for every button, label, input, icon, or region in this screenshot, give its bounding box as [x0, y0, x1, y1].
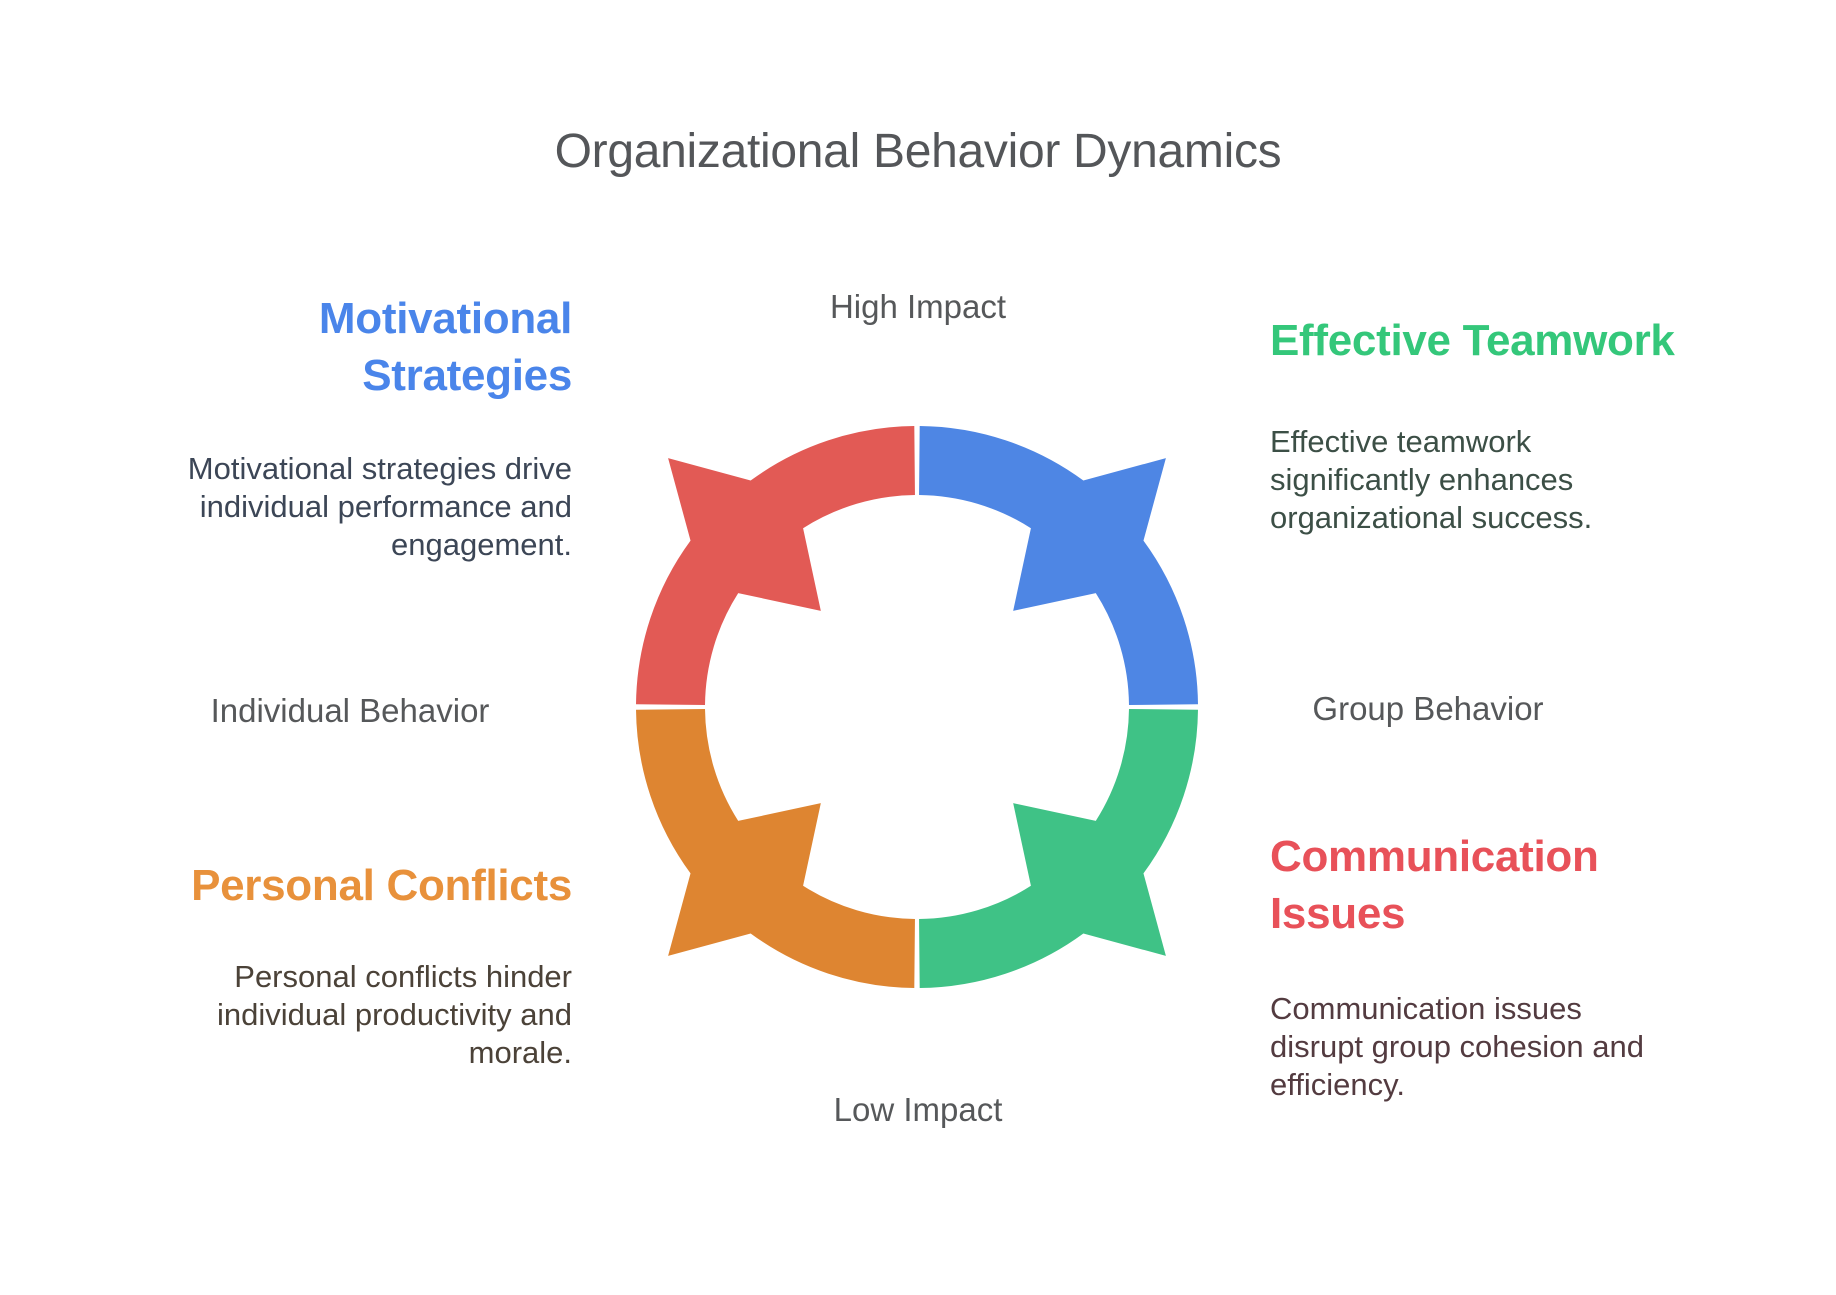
page-title: Organizational Behavior Dynamics: [554, 125, 1282, 178]
axis-label-high-impact: High Impact: [829, 288, 1007, 325]
description-communication-issues: Communication issues disrupt group cohes…: [1270, 991, 1644, 1102]
axis-label-group-behavior: Group Behavior: [1312, 690, 1544, 727]
description-motivational-strategies: Motivational strategies drive individual…: [187, 451, 572, 562]
description-personal-conflicts: Personal conflicts hinder individual pro…: [217, 959, 572, 1070]
heading-communication-issues: Communication Issues: [1270, 832, 1599, 938]
arc-segment-bottom-left: [636, 709, 915, 988]
arc-segment-top-right: [919, 426, 1198, 705]
description-effective-teamwork: Effective teamwork significantly enhance…: [1270, 424, 1593, 535]
arc-segment-top-left: [636, 426, 915, 705]
axis-label-low-impact: Low Impact: [833, 1091, 1003, 1128]
arc-segment-bottom-right: [919, 709, 1198, 988]
heading-personal-conflicts: Personal Conflicts: [191, 861, 572, 910]
axis-label-individual-behavior: Individual Behavior: [210, 692, 490, 729]
heading-motivational-strategies: Motivational Strategies: [318, 294, 572, 400]
heading-effective-teamwork: Effective Teamwork: [1270, 316, 1675, 365]
